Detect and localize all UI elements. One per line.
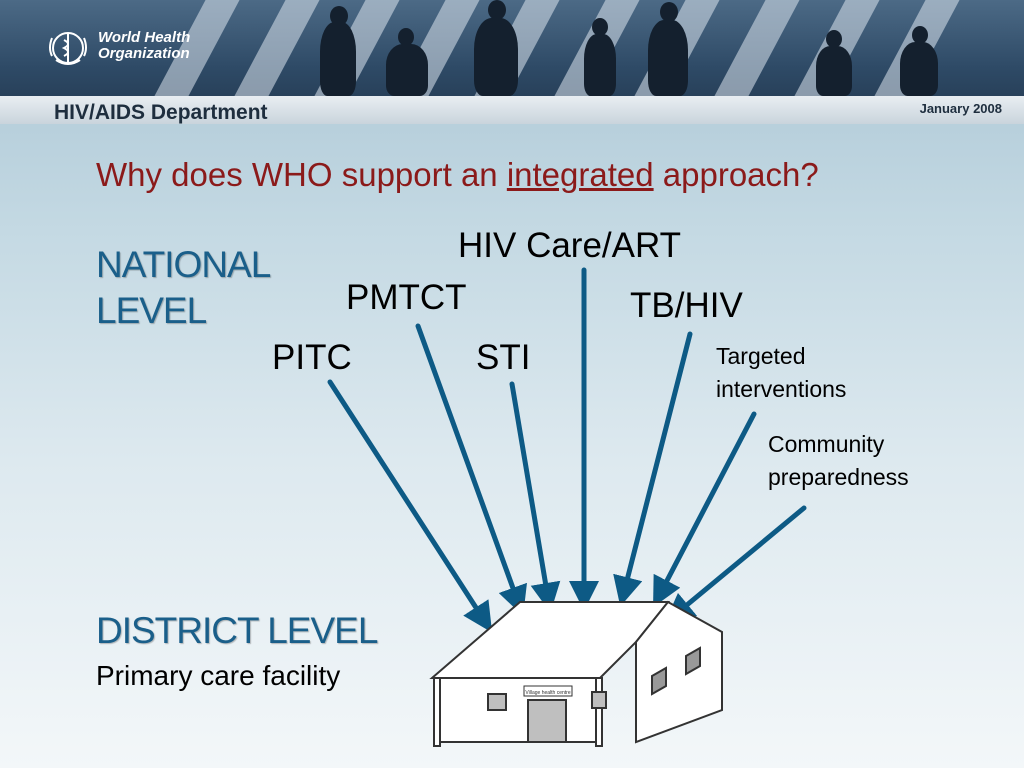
pedestrian-silhouette — [584, 34, 616, 96]
arrow-pitc — [327, 379, 493, 633]
title-emphasis: integrated — [506, 156, 654, 193]
arrow-tb-hiv — [613, 331, 693, 607]
arrow-targeted-interventions — [653, 411, 757, 608]
title-prefix: Why does WHO support an — [96, 156, 507, 193]
national-level-line2: LEVEL — [96, 290, 207, 331]
pedestrian-silhouette — [386, 44, 428, 96]
org-name-line1: World Health — [98, 29, 191, 46]
pedestrian-silhouette — [826, 30, 842, 48]
header-date: January 2008 — [919, 101, 1002, 116]
pedestrian-silhouette — [816, 46, 852, 96]
who-emblem-icon — [49, 32, 87, 65]
label-hiv-care-art: HIV Care/ART — [458, 226, 682, 265]
pedestrian-silhouette — [488, 0, 506, 20]
org-name-line2: Organization — [98, 45, 190, 62]
pedestrian-silhouette — [330, 6, 348, 26]
department-bar — [0, 96, 1024, 124]
arrow-pmtct — [415, 323, 527, 617]
department-name: HIV/AIDS Department — [54, 101, 268, 124]
pedestrian-silhouette — [900, 42, 938, 96]
slide-title: Why does WHO support an integrated appro… — [96, 156, 819, 194]
label-targeted-interventions: Targeted interventions — [716, 340, 846, 406]
pedestrian-silhouette — [592, 18, 608, 36]
arrow-community-preparedness — [664, 505, 807, 624]
pedestrian-silhouette — [660, 2, 678, 22]
pedestrian-silhouette — [648, 20, 688, 96]
title-suffix: approach? — [653, 156, 819, 193]
targeted-line2: interventions — [716, 376, 847, 402]
community-line1: Community — [768, 431, 885, 457]
building-sign-text: Village health centre — [525, 690, 570, 696]
arrow-sti — [509, 381, 561, 613]
targeted-line1: Targeted — [716, 343, 806, 369]
who-logo-text: World Health Organization — [98, 30, 190, 62]
district-level-subtitle: Primary care facility — [96, 660, 341, 691]
national-level-line1: NATIONAL — [96, 244, 271, 285]
national-level-heading: NATIONAL LEVEL — [96, 242, 271, 334]
label-sti: STI — [476, 338, 531, 377]
pedestrian-silhouette — [912, 26, 928, 44]
label-pmtct: PMTCT — [346, 278, 467, 317]
header-banner: World Health Organization HIV/AIDS Depar… — [0, 0, 1024, 124]
pedestrian-silhouette — [320, 22, 356, 96]
label-community-preparedness: Community preparedness — [768, 428, 909, 494]
label-pitc: PITC — [272, 338, 352, 377]
pedestrian-silhouette — [474, 18, 518, 96]
primary-care-facility-building — [429, 600, 723, 747]
pedestrian-silhouette — [398, 28, 414, 46]
label-tb-hiv: TB/HIV — [630, 286, 743, 325]
community-line2: preparedness — [768, 464, 909, 490]
district-level-heading: DISTRICT LEVEL — [96, 610, 378, 651]
